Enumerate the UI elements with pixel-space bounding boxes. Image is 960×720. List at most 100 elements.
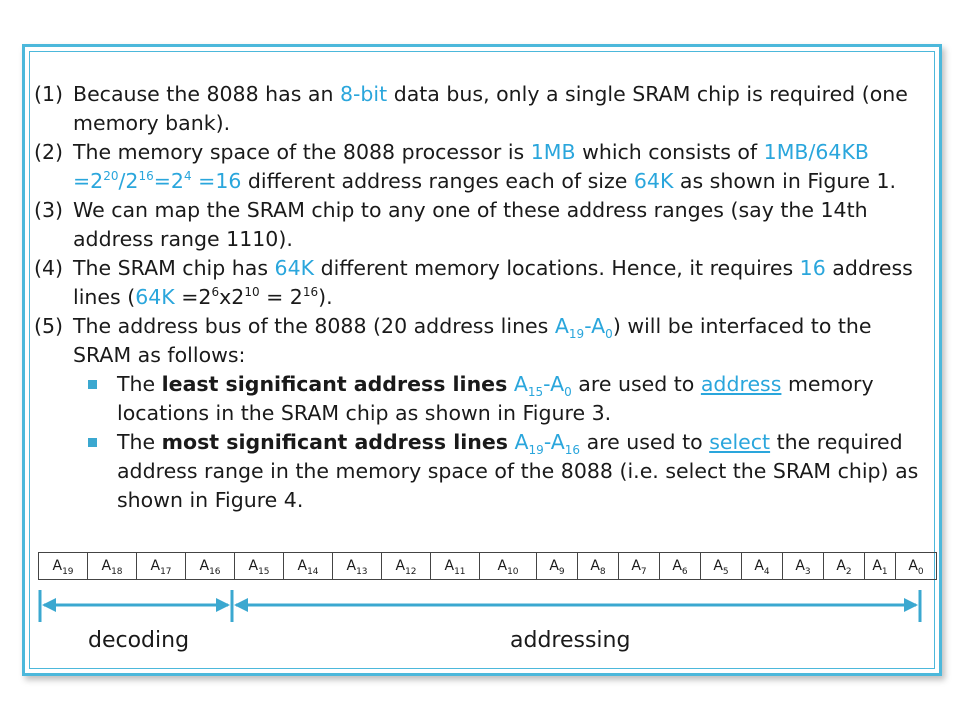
cell-base: A	[590, 558, 600, 574]
cell-index: 16	[209, 566, 221, 577]
item-number: (3)	[34, 198, 64, 222]
cell-base: A	[672, 558, 682, 574]
cell-base: A	[395, 558, 406, 574]
range-sub: 0	[564, 385, 572, 400]
decoding-label: decoding	[88, 628, 190, 653]
cell-index: 7	[640, 566, 647, 577]
register-cell: A1	[865, 553, 896, 579]
register-cell: A19	[39, 553, 88, 579]
highlight-text: 64K	[633, 169, 674, 193]
item-text: are used to	[571, 372, 701, 396]
register-cell: A12	[382, 553, 431, 579]
cell-index: 11	[454, 566, 466, 577]
highlight-text: 64K	[135, 285, 175, 309]
range-part: A	[554, 314, 569, 338]
addressing-arrowhead-right	[904, 598, 918, 612]
range-sub: 19	[528, 443, 544, 458]
cell-index: 10	[507, 566, 519, 577]
list-item-5: (5) The address bus of the 8088 (20 addr…	[28, 312, 928, 370]
formula-sup: 16	[302, 285, 319, 300]
cell-index: 18	[111, 566, 123, 577]
register-cell: A13	[333, 553, 382, 579]
cell-base: A	[754, 558, 764, 574]
content-list: (1) Because the 8088 has an 8-bit data b…	[28, 80, 928, 515]
item-text: The address bus of the 8088 (20 address …	[73, 314, 555, 338]
register-cell: A14	[284, 553, 333, 579]
cell-base: A	[497, 558, 508, 574]
highlight-text: 64K	[274, 256, 315, 280]
register-cell: A18	[88, 553, 137, 579]
item-text: ) will be interfaced to the SRAM as foll…	[73, 314, 872, 367]
item-text: =2	[174, 285, 212, 309]
list-item-3: (3) We can map the SRAM chip to any one …	[28, 196, 928, 254]
item-text: which consists of	[575, 140, 764, 164]
list-item-4: (4) The SRAM chip has 64K different memo…	[28, 254, 928, 312]
formula-part: 1MB/64KB =2	[73, 140, 869, 193]
cell-index: 3	[804, 566, 811, 577]
formula-part: /2	[118, 169, 139, 193]
underlined-highlight: address	[700, 372, 782, 396]
register-cell: A15	[235, 553, 284, 579]
slide-inner-frame	[29, 51, 935, 669]
item-number: (5)	[34, 314, 64, 338]
cell-base: A	[150, 558, 161, 574]
cell-index: 8	[599, 566, 606, 577]
cell-index: 12	[405, 566, 417, 577]
list-item-2: (2) The memory space of the 8088 process…	[28, 138, 928, 196]
formula-part: =16	[191, 169, 242, 193]
item-text: memory locations in the SRAM chip as sho…	[117, 372, 874, 425]
cell-base: A	[908, 558, 918, 574]
formula-sup: 20	[103, 169, 119, 184]
formula-sup: 10	[244, 285, 260, 300]
cell-base: A	[101, 558, 112, 574]
addressing-arrowhead-left	[234, 598, 248, 612]
range-part: -A	[584, 314, 606, 338]
cell-index: 1	[881, 566, 888, 577]
cell-base: A	[713, 558, 723, 574]
range-part: -A	[543, 372, 565, 396]
highlight-text: 1MB	[530, 140, 576, 164]
highlight-text: 8-bit	[339, 82, 388, 106]
register-cell: A3	[783, 553, 824, 579]
addressing-label: addressing	[510, 628, 631, 653]
register-cell: A5	[701, 553, 742, 579]
formula-sup: 6	[211, 285, 220, 300]
cell-index: 14	[307, 566, 319, 577]
cell-index: 9	[558, 566, 565, 577]
formula-part: =2	[153, 169, 184, 193]
range-sub: 16	[564, 443, 581, 458]
item-number: (4)	[34, 256, 64, 280]
range-part: -A	[543, 430, 565, 454]
item-text: data bus, only a single SRAM chip is req…	[73, 82, 908, 135]
cell-base: A	[199, 558, 210, 574]
highlight-range: A15-A0	[513, 372, 572, 400]
register-cell: A16	[186, 553, 235, 579]
item-text: The SRAM chip has	[73, 256, 275, 280]
item-text: ).	[318, 285, 333, 309]
formula-sup: 16	[138, 169, 154, 184]
item-text: as shown in Figure 1.	[673, 169, 897, 193]
cell-index: 2	[845, 566, 852, 577]
bold-text: least significant address lines	[161, 372, 508, 396]
cell-index: 6	[681, 566, 688, 577]
cell-base: A	[346, 558, 357, 574]
register-cell: A17	[137, 553, 186, 579]
item-text: the required address range in the memory…	[117, 430, 919, 512]
item-text: The	[117, 430, 162, 454]
highlight-range: A19-A0	[554, 314, 613, 340]
register-cell: A6	[660, 553, 701, 579]
item-number: (2)	[34, 140, 64, 164]
cell-index: 17	[160, 566, 172, 577]
square-bullet-icon	[88, 380, 97, 389]
range-part: A	[513, 372, 528, 396]
cell-base: A	[297, 558, 308, 574]
item-text: The memory space of the 8088 processor i…	[73, 140, 531, 164]
item-text: The	[117, 372, 162, 396]
register-cell: A2	[824, 553, 865, 579]
decoding-arrowhead-left	[42, 598, 56, 612]
register-cell: A8	[578, 553, 619, 579]
register-cell: A7	[619, 553, 660, 579]
cell-base: A	[52, 558, 63, 574]
register-cell: A11	[431, 553, 480, 579]
